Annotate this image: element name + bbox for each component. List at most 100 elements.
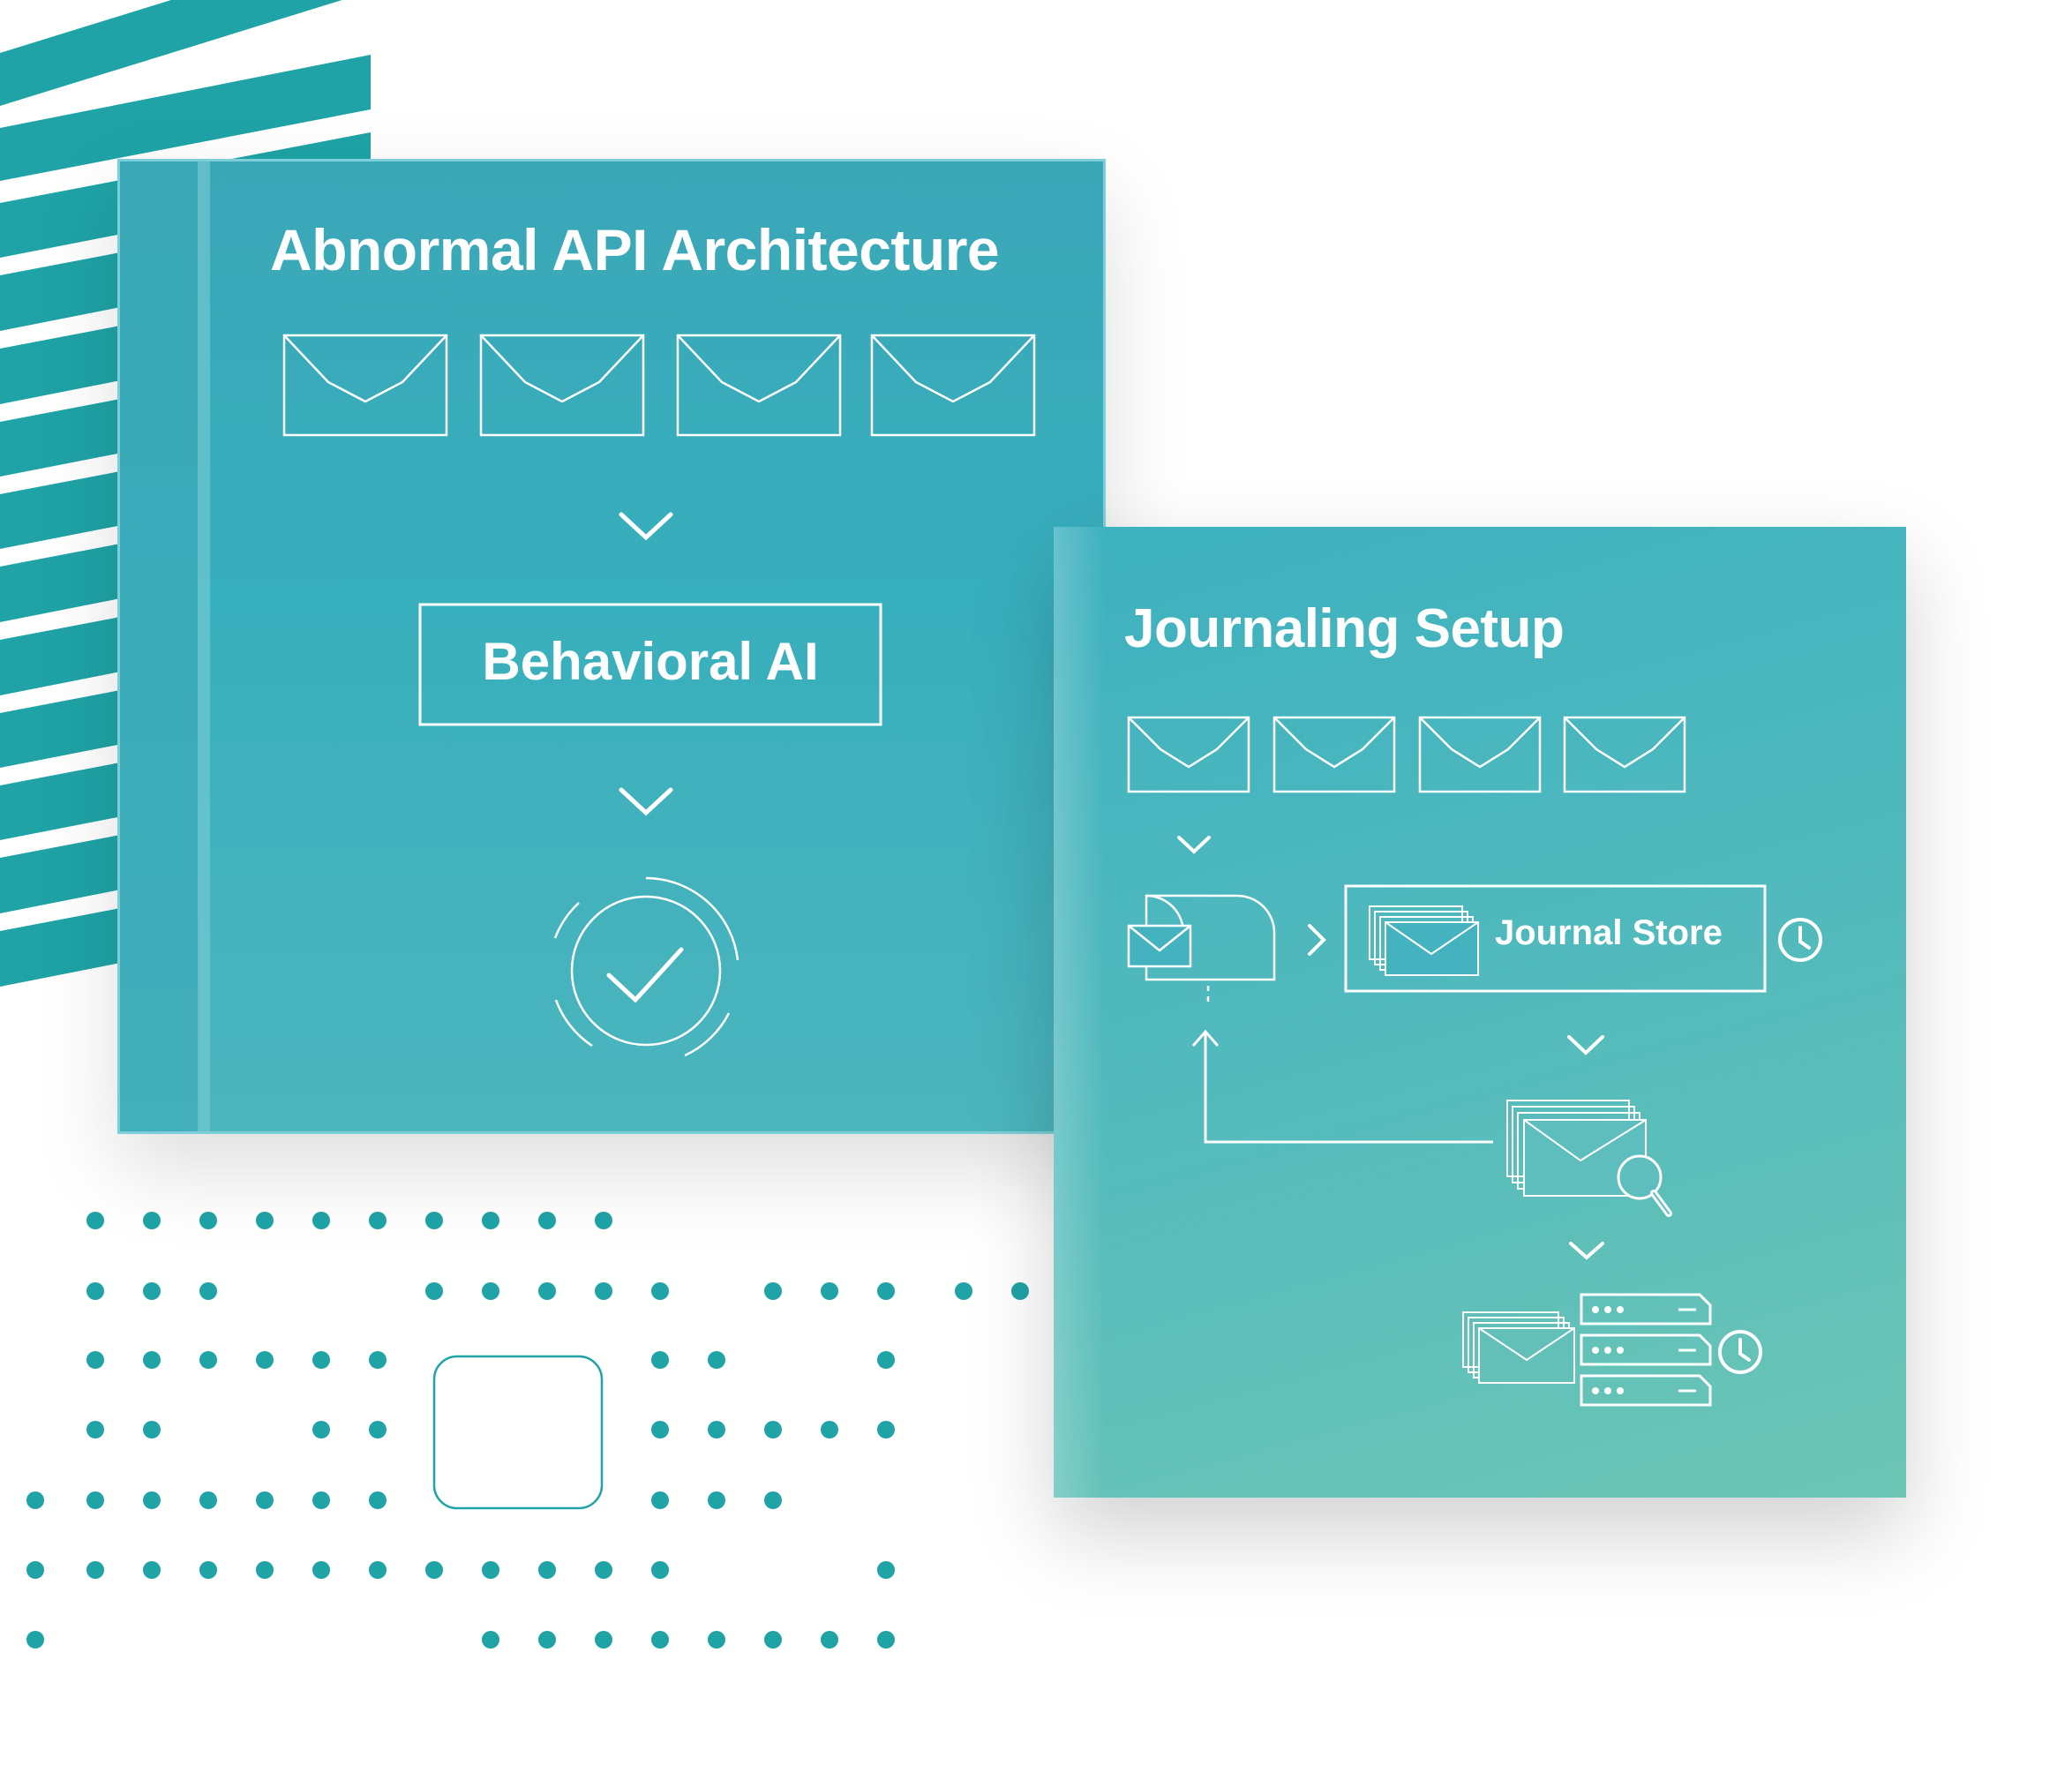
decorative-dot [199, 1212, 217, 1229]
panel-edge-strips [120, 161, 210, 1131]
decorative-dot [256, 1561, 274, 1579]
decorative-dot [482, 1631, 499, 1649]
decorative-dot [482, 1282, 499, 1300]
decorative-dot [312, 1561, 330, 1579]
decorative-dot [86, 1212, 104, 1229]
decorative-dot [538, 1212, 556, 1229]
chevron-right-icon [1308, 924, 1326, 956]
envelope-stack-icon [1369, 905, 1479, 976]
envelope-icon [676, 334, 842, 437]
decorative-dot [595, 1212, 612, 1229]
decorative-dot [651, 1561, 669, 1579]
decorative-dot [764, 1421, 782, 1438]
decorative-dot [86, 1351, 104, 1369]
decorative-dot [143, 1561, 161, 1579]
decorative-dot [199, 1491, 217, 1509]
decorative-dot [312, 1491, 330, 1509]
decorative-dot [86, 1561, 104, 1579]
decorative-dot [877, 1282, 895, 1300]
decorative-dot [821, 1282, 838, 1300]
decorative-dot [482, 1561, 499, 1579]
decorative-dot [86, 1491, 104, 1509]
behavioral-ai-label: Behavioral AI [482, 632, 819, 691]
chevron-down-icon [1177, 836, 1211, 854]
decorative-dot [369, 1351, 387, 1369]
decorative-dot [821, 1631, 838, 1649]
decorative-dot [595, 1561, 612, 1579]
decorative-dot [764, 1631, 782, 1649]
api-architecture-panel: Abnormal API Architecture [117, 159, 1106, 1134]
decorative-dot [143, 1212, 161, 1229]
decorative-dot [312, 1212, 330, 1229]
decorative-dot [143, 1491, 161, 1509]
decorative-dot [538, 1282, 556, 1300]
decorative-dot [143, 1421, 161, 1438]
decorative-dot [651, 1631, 669, 1649]
decorative-dot [1011, 1282, 1029, 1300]
decorative-dot [764, 1491, 782, 1509]
decorative-dot [256, 1351, 274, 1369]
decorative-dot [199, 1561, 217, 1579]
clock-icon [1778, 918, 1822, 962]
decorative-dot [425, 1282, 443, 1300]
rounded-square-outline [432, 1355, 604, 1510]
decorative-dot [86, 1282, 104, 1300]
decorative-dot [199, 1282, 217, 1300]
decorative-dot [651, 1351, 669, 1369]
panel-edge-highlight [1054, 527, 1105, 1498]
envelope-stack-icon [1462, 1311, 1575, 1384]
decorative-dot [425, 1561, 443, 1579]
decorative-dot [651, 1491, 669, 1509]
envelope-icon [479, 334, 645, 437]
envelope-icon [282, 334, 448, 437]
decorative-dot [143, 1351, 161, 1369]
decorative-dot [425, 1212, 443, 1229]
decorative-dot [256, 1491, 274, 1509]
decorative-dot [312, 1421, 330, 1438]
decorative-dot [877, 1631, 895, 1649]
envelope-icon [1418, 716, 1542, 793]
envelope-icon [1563, 716, 1686, 793]
envelope-icon [1272, 716, 1396, 793]
decorative-dot [877, 1561, 895, 1579]
decorative-dot [26, 1561, 44, 1579]
magnifier-icon [1617, 1154, 1672, 1217]
decorative-dot [595, 1282, 612, 1300]
decorative-dot [955, 1282, 972, 1300]
decorative-dot [312, 1351, 330, 1369]
decorative-dot [877, 1421, 895, 1438]
mailbox-icon [1127, 894, 1276, 1003]
panel-title: Abnormal API Architecture [270, 217, 1000, 282]
journal-store-box [1344, 884, 1767, 993]
envelope-icon [1127, 716, 1250, 793]
decorative-dot [199, 1351, 217, 1369]
decorative-dot [369, 1561, 387, 1579]
chevron-down-icon [619, 787, 673, 816]
decorative-dot [369, 1212, 387, 1229]
clock-icon [1718, 1330, 1762, 1374]
decorative-dot [764, 1282, 782, 1300]
chevron-down-icon [1569, 1242, 1604, 1260]
journaling-setup-panel: Journaling Setup [1054, 527, 1906, 1498]
behavioral-ai-box [418, 603, 882, 726]
chevron-down-icon [619, 512, 673, 541]
decorative-dot [26, 1631, 44, 1649]
envelope-icon [870, 334, 1036, 437]
arrow-head [1191, 1029, 1220, 1047]
decorative-dot [708, 1631, 725, 1649]
decorative-dot [482, 1212, 499, 1229]
decorative-dot [538, 1561, 556, 1579]
decorative-dot [26, 1491, 44, 1509]
decorative-dot [708, 1491, 725, 1509]
journal-store-label: Journal Store [1495, 913, 1723, 952]
chevron-down-icon [1567, 1035, 1604, 1055]
decorative-dot [821, 1421, 838, 1438]
decorative-dot [256, 1212, 274, 1229]
decorative-dot [369, 1421, 387, 1438]
panel-title: Journaling Setup [1124, 598, 1565, 659]
decorative-dot [708, 1351, 725, 1369]
decorative-dot [538, 1631, 556, 1649]
decorative-dot [595, 1631, 612, 1649]
decorative-dot [651, 1282, 669, 1300]
